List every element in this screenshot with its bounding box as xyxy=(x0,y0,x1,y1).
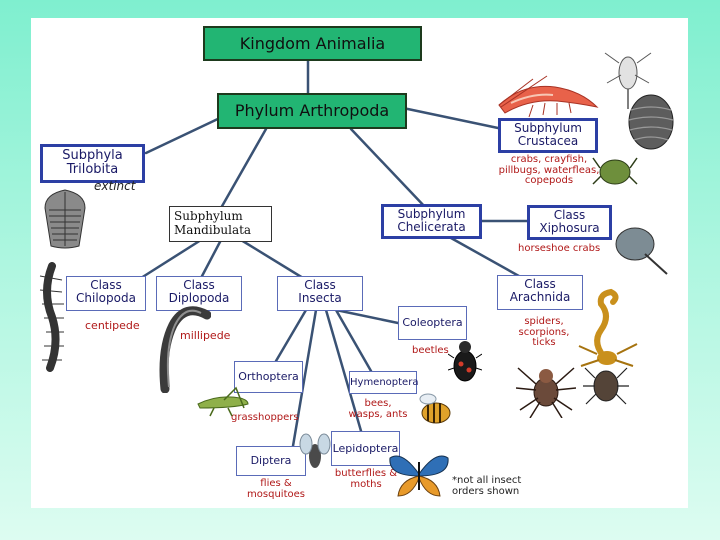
kingdom-animalia-box: Kingdom Animalia xyxy=(203,26,422,61)
trilobite-illustration xyxy=(44,189,86,249)
line-mandibulata-diplopoda xyxy=(199,238,223,280)
shrimp-illustration xyxy=(498,75,599,118)
subphylum-chelicerata-box: Subphylum Chelicerata xyxy=(381,204,482,239)
diagram-panel: Kingdom Animalia Phylum Arthropoda Subph… xyxy=(31,18,688,508)
butterfly-illustration xyxy=(389,455,449,497)
order-orthoptera-box: Orthoptera xyxy=(234,361,303,393)
class-insecta-box: Class Insecta xyxy=(277,276,363,311)
arachnida-note: spiders, scorpions, ticks xyxy=(518,316,570,348)
pillbug-illustration xyxy=(628,94,674,150)
class-diplopoda-box: Class Diplopoda xyxy=(156,276,242,311)
kingdom-label: Kingdom Animalia xyxy=(239,34,386,53)
class-xiphosura-box: Class Xiphosura xyxy=(527,205,612,240)
line-mandibulata-insecta xyxy=(239,238,305,280)
diplopoda-note: millipede xyxy=(180,329,231,342)
trilobita-note: extinct xyxy=(94,179,136,193)
subphylum-crustacea-box: Subphylum Crustacea xyxy=(498,118,598,153)
order-lepidoptera-box: Lepidoptera xyxy=(331,431,400,466)
centipede-illustration xyxy=(39,262,64,372)
line-insecta-coleoptera xyxy=(334,308,400,325)
line-mandibulata-chilopoda xyxy=(139,238,203,280)
subphyla-trilobita-box: Subphyla Trilobita xyxy=(40,144,145,183)
crab-illustration xyxy=(592,157,638,185)
crustacea-note: crabs, crayfish, pillbugs, waterfleas, c… xyxy=(498,154,600,186)
line-phylum-mandibulata xyxy=(219,127,268,210)
grasshopper-illustration xyxy=(197,386,249,417)
line-insecta-lepidoptera xyxy=(324,308,363,433)
line-insecta-orthoptera xyxy=(274,308,308,363)
phylum-label: Phylum Arthropoda xyxy=(234,101,390,120)
order-hymenoptera-box: Hymenoptera xyxy=(349,371,418,394)
spider-illustration xyxy=(516,367,576,418)
horseshoe-crab-illustration xyxy=(615,227,668,275)
chilopoda-note: centipede xyxy=(85,319,140,332)
orthoptera-note: grasshoppers xyxy=(231,412,299,423)
subphylum-mandibulata-box: Subphylum Mandibulata xyxy=(169,206,272,242)
tick-illustration xyxy=(583,367,629,405)
phylum-arthropoda-box: Phylum Arthropoda xyxy=(217,93,407,129)
line-phylum-chelicerata xyxy=(349,127,428,210)
footnote: *not all insect orders shown xyxy=(452,475,522,497)
line-chelicerata-arachnida xyxy=(449,236,528,282)
scorpion-illustration xyxy=(578,288,638,367)
millipede-illustration xyxy=(159,306,211,393)
order-diptera-box: Diptera xyxy=(236,446,306,476)
line-insecta-hymenoptera xyxy=(334,308,373,373)
class-arachnida-box: Class Arachnida xyxy=(497,275,583,310)
lepidoptera-note: butterflies & moths xyxy=(334,468,398,490)
class-chilopoda-box: Class Chilopoda xyxy=(66,276,146,311)
connector-lines xyxy=(139,58,529,448)
diptera-note: flies & mosquitoes xyxy=(247,478,305,500)
bee-illustration xyxy=(419,393,451,424)
copepod-illustration xyxy=(604,52,652,109)
line-phylum-crustacea xyxy=(401,106,500,130)
beetle-illustration xyxy=(448,341,482,382)
order-coleoptera-box: Coleoptera xyxy=(398,306,467,340)
xiphosura-note: horseshoe crabs xyxy=(518,243,601,254)
line-insecta-diptera xyxy=(291,308,318,448)
hymenoptera-note: bees, wasps, ants xyxy=(348,398,408,420)
coleoptera-note: beetles xyxy=(412,345,449,356)
fly-illustration xyxy=(299,433,331,468)
